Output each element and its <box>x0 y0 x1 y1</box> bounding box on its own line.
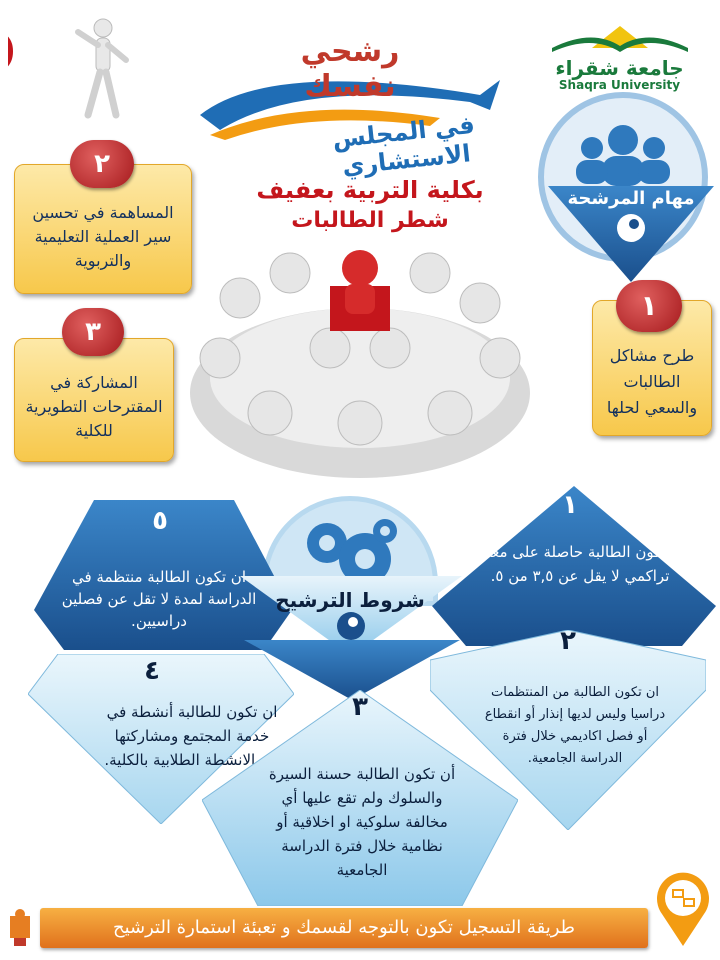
question-mark-figure: ? <box>0 7 148 136</box>
tasks-title: مهام المرشحة <box>567 188 695 209</box>
task-2-number: ٢ <box>70 140 134 188</box>
task-3-number: ٣ <box>62 308 124 356</box>
task-1-text: طرح مشاكل الطالبات والسعي لحلها <box>606 346 698 417</box>
logo-english-text: Shaqra University <box>558 78 681 92</box>
footer-banner: طريقة التسجيل تكون بالتوجه لقسمك و تعبئة… <box>40 908 648 948</box>
conditions-title-band <box>240 576 462 656</box>
task-1-number: ١ <box>616 280 682 332</box>
task-3-callout: المشاركة في المقترحات التطويرية للكلية <box>14 338 174 462</box>
condition-3-triangle <box>201 689 519 907</box>
university-logo: جامعة شقراء Shaqra University <box>532 18 707 92</box>
condition-1-triangle <box>432 486 716 646</box>
task-2-text: المساهمة في تحسين سير العملية التعليمية … <box>32 203 174 270</box>
condition-3-number: ٣ <box>352 692 368 722</box>
condition-1-number: ١ <box>562 490 578 520</box>
condition-4-triangle <box>27 653 295 825</box>
condition-1-text: ان تكون الطالبة حاصلة على معدل تراكمي لا… <box>473 543 687 585</box>
slogan-title: رشحي نفسك <box>300 34 400 104</box>
condition-4-text: ان تكون للطالبة أنشطة في خدمة المجتمع وم… <box>104 703 280 769</box>
footer-corner-logo <box>6 908 34 950</box>
conditions-title: شروط الترشيح <box>275 588 425 612</box>
condition-2-number: ٢ <box>560 626 576 656</box>
condition-2-text: ان تكون الطالبة من المنتظمات دراسيا وليس… <box>484 685 666 766</box>
condition-5-triangle <box>34 500 292 650</box>
center-dark-wedge <box>244 640 460 700</box>
svg-text:?: ? <box>8 10 18 130</box>
condition-5-number: ٥ <box>152 506 168 536</box>
college-line-1: بكلية التربية بعفيف <box>256 176 484 204</box>
footer-pin-icon <box>654 870 712 946</box>
meeting-figures-illustration <box>180 228 540 488</box>
tasks-triangle <box>548 186 714 282</box>
condition-5-text: ان تكون الطالبة منتظمة في الدراسة لمدة ل… <box>61 568 257 630</box>
task-3-text: المشاركة في المقترحات التطويرية للكلية <box>25 373 163 440</box>
condition-4-number: ٤ <box>144 656 160 686</box>
condition-3-text: أن تكون الطالبة حسنة السيرة والسلوك ولم … <box>268 765 456 879</box>
swoosh-graphic <box>180 40 520 150</box>
logo-arabic-text: جامعة شقراء <box>555 56 684 80</box>
college-line-2: شطر الطالبات <box>291 208 449 233</box>
